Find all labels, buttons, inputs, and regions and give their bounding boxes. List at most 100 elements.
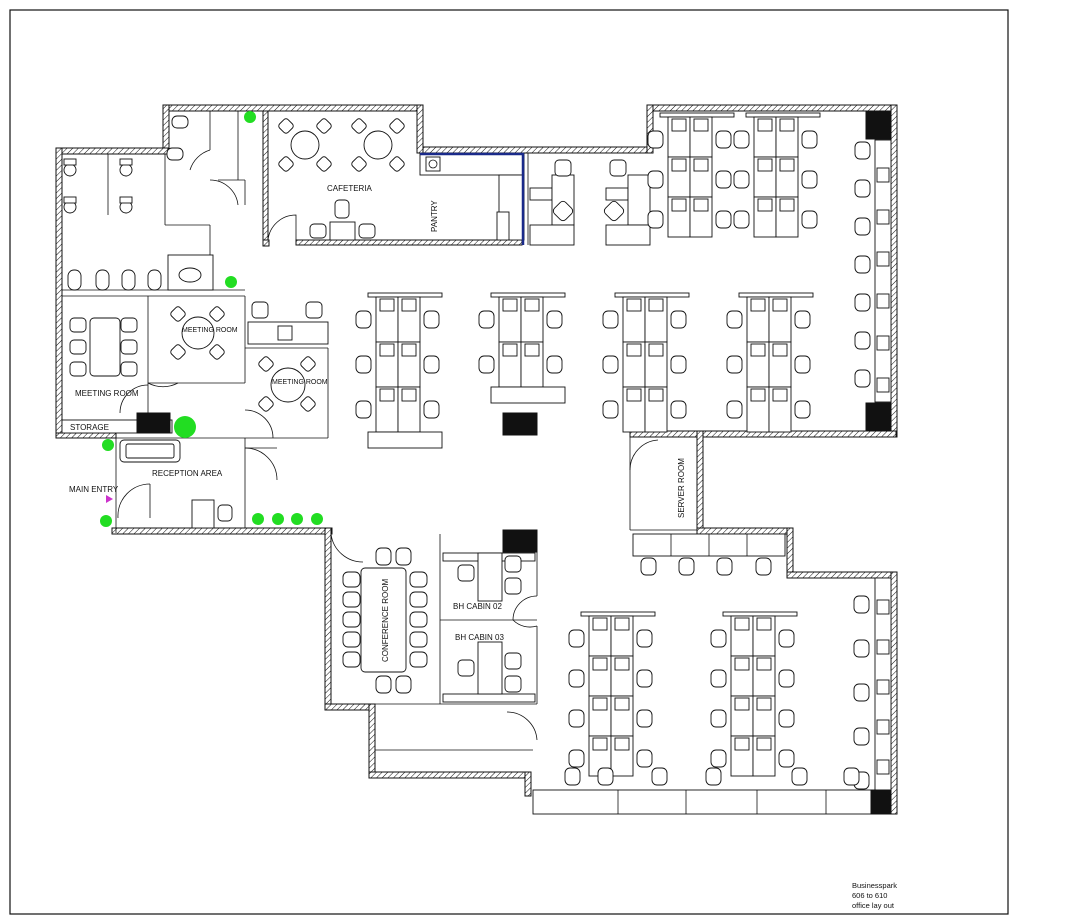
monitor bbox=[876, 251, 890, 267]
monitor bbox=[379, 298, 395, 312]
chair bbox=[726, 310, 743, 329]
monitor bbox=[626, 298, 642, 312]
chair bbox=[854, 331, 871, 350]
pantry: PANTRY bbox=[419, 152, 525, 245]
plant-icon bbox=[174, 416, 196, 438]
chair bbox=[636, 629, 653, 648]
monitor bbox=[401, 343, 417, 357]
chair bbox=[375, 675, 392, 694]
plants bbox=[100, 111, 323, 527]
cluster-base bbox=[490, 386, 566, 404]
monitor bbox=[379, 343, 395, 357]
monitor bbox=[734, 657, 750, 671]
monitor bbox=[592, 697, 608, 711]
top-cabins bbox=[527, 153, 651, 246]
chair bbox=[778, 629, 795, 648]
bh-cabins: BH CABIN 02 BH CABIN 03 bbox=[440, 552, 538, 741]
monitor bbox=[876, 335, 890, 351]
plant-icon bbox=[311, 513, 323, 525]
monitor bbox=[671, 198, 687, 212]
chair bbox=[710, 749, 727, 768]
monitor bbox=[756, 697, 772, 711]
chair bbox=[546, 355, 563, 374]
server-room: SERVER ROOM bbox=[629, 437, 786, 557]
monitor bbox=[876, 167, 890, 183]
cluster-cap bbox=[659, 112, 735, 118]
cluster-cap bbox=[490, 292, 566, 298]
monitor bbox=[779, 198, 795, 212]
chair bbox=[843, 767, 860, 786]
chair bbox=[636, 709, 653, 728]
chair bbox=[423, 400, 440, 419]
storage-label: STORAGE bbox=[70, 423, 109, 432]
monitor bbox=[379, 388, 395, 402]
columns bbox=[502, 110, 892, 815]
monitor bbox=[693, 118, 709, 132]
meeting-room-small-1-label: MEETING ROOM bbox=[182, 327, 238, 334]
chair bbox=[853, 595, 870, 614]
chair bbox=[801, 210, 818, 229]
chair bbox=[726, 400, 743, 419]
plant-icon bbox=[244, 111, 256, 123]
chair bbox=[854, 369, 871, 388]
bh-cabin-03-label: BH CABIN 03 bbox=[455, 633, 504, 642]
monitor bbox=[502, 343, 518, 357]
conference-room: CONFERENCE ROOM bbox=[330, 533, 441, 705]
monitor bbox=[750, 343, 766, 357]
chair bbox=[854, 217, 871, 236]
meeting-room-small-2: MEETING ROOM bbox=[244, 301, 329, 439]
chair bbox=[716, 557, 733, 576]
monitor bbox=[876, 293, 890, 309]
monitor bbox=[614, 697, 630, 711]
monitor bbox=[671, 158, 687, 172]
meeting-room-main-label: MEETING ROOM bbox=[75, 389, 139, 398]
server-room-label: SERVER ROOM bbox=[677, 458, 686, 518]
monitor bbox=[401, 388, 417, 402]
monitor bbox=[876, 209, 890, 225]
meeting-room-small-2-label: MEETING ROOM bbox=[272, 379, 328, 386]
chair bbox=[853, 639, 870, 658]
monitor bbox=[524, 343, 540, 357]
monitor bbox=[756, 737, 772, 751]
chair bbox=[568, 709, 585, 728]
chair bbox=[778, 749, 795, 768]
monitor bbox=[502, 298, 518, 312]
chair bbox=[853, 727, 870, 746]
chair bbox=[423, 355, 440, 374]
monitor bbox=[757, 198, 773, 212]
workstation-clusters bbox=[342, 112, 892, 791]
chair bbox=[409, 571, 428, 588]
chair bbox=[423, 310, 440, 329]
monitor bbox=[750, 298, 766, 312]
monitor bbox=[779, 158, 795, 172]
plant-icon bbox=[252, 513, 264, 525]
monitor bbox=[876, 719, 890, 735]
chair bbox=[710, 669, 727, 688]
monitor bbox=[592, 617, 608, 631]
title-line-1: Businesspark bbox=[852, 881, 897, 890]
monitor bbox=[401, 298, 417, 312]
reception-label: RECEPTION AREA bbox=[152, 469, 223, 478]
cluster-cap bbox=[614, 292, 690, 298]
chair bbox=[640, 557, 657, 576]
chair bbox=[794, 355, 811, 374]
chair bbox=[670, 310, 687, 329]
chair bbox=[355, 355, 372, 374]
chair bbox=[705, 767, 722, 786]
chair bbox=[755, 557, 772, 576]
chair bbox=[715, 130, 732, 149]
chair bbox=[651, 767, 668, 786]
cluster-cap bbox=[367, 292, 443, 298]
monitor bbox=[757, 158, 773, 172]
cluster-cap bbox=[722, 611, 798, 617]
cluster-base bbox=[367, 431, 443, 449]
monitor bbox=[734, 697, 750, 711]
drawing-frame bbox=[9, 9, 1009, 915]
monitor bbox=[734, 737, 750, 751]
chair bbox=[647, 210, 664, 229]
chair bbox=[726, 355, 743, 374]
cafeteria-label: CAFETERIA bbox=[327, 184, 373, 193]
chair bbox=[794, 310, 811, 329]
monitor bbox=[779, 118, 795, 132]
